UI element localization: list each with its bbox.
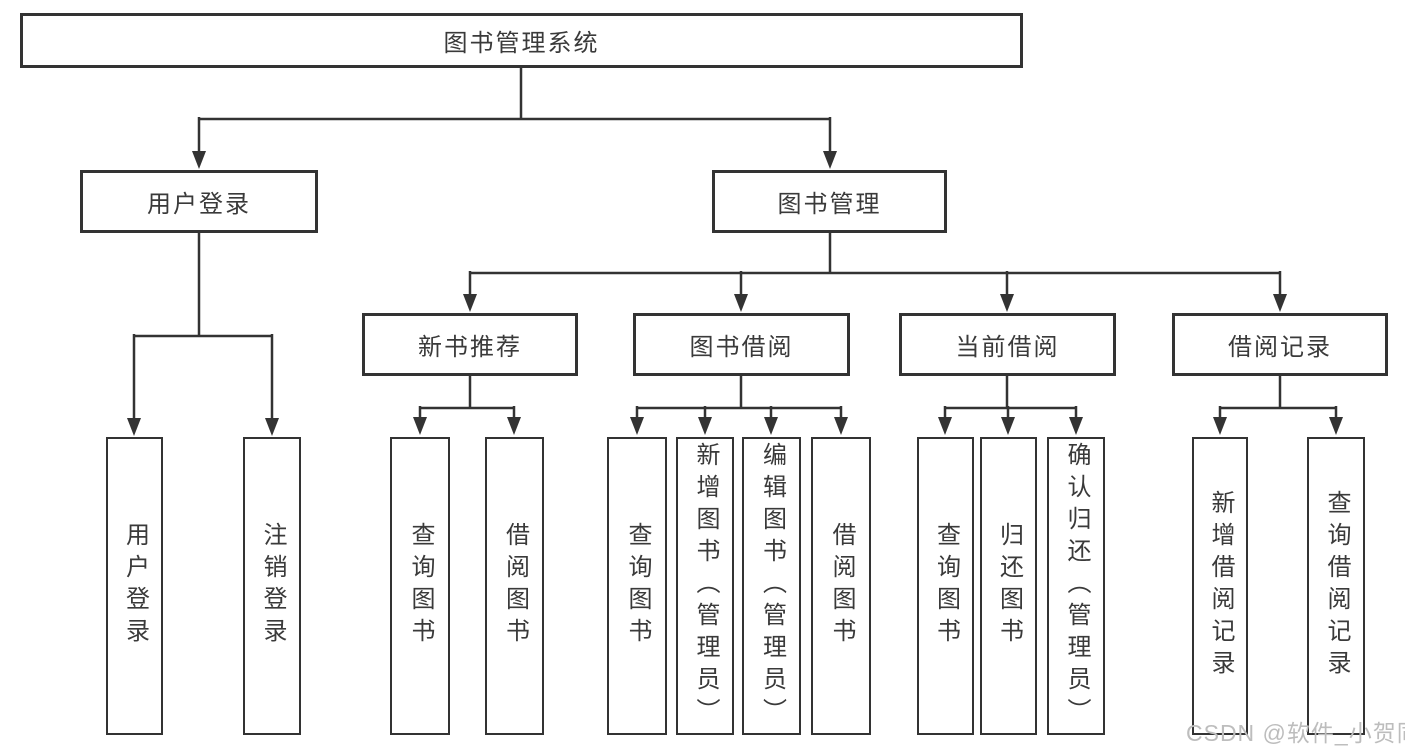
node-new-book-recommend: 新书推荐 xyxy=(362,313,578,376)
node-confirm-return-admin-label: 确认归还（管理员） xyxy=(1063,442,1090,730)
arrow-down-icon xyxy=(1273,294,1287,312)
arrow-down-icon xyxy=(192,151,206,169)
node-book-borrow: 图书借阅 xyxy=(633,313,850,376)
node-borrow-books-recommend-label: 借阅图书 xyxy=(501,522,529,650)
node-borrow-books-recommend: 借阅图书 xyxy=(485,437,544,735)
arrow-down-icon xyxy=(1001,417,1015,435)
node-query-books-recommend: 查询图书 xyxy=(390,437,450,735)
connector-user-login xyxy=(127,233,279,436)
arrow-down-icon xyxy=(507,417,521,435)
node-current-borrow-label: 当前借阅 xyxy=(955,334,1060,361)
node-user-login: 用户登录 xyxy=(80,170,318,233)
watermark: CSDN @软件_小贺同学 xyxy=(1186,720,1405,746)
node-current-borrow: 当前借阅 xyxy=(899,313,1116,376)
node-return-book-label: 归还图书 xyxy=(995,522,1023,650)
arrow-down-icon xyxy=(938,417,952,435)
arrow-down-icon xyxy=(764,417,778,435)
arrow-down-icon xyxy=(734,294,748,312)
node-book-management: 图书管理 xyxy=(712,170,947,233)
node-borrow-records-label: 借阅记录 xyxy=(1228,334,1332,361)
connector-book-borrow xyxy=(630,376,848,435)
arrow-down-icon xyxy=(413,417,427,435)
node-add-book-admin-label: 新增图书（管理员） xyxy=(692,442,719,730)
arrow-down-icon xyxy=(1000,294,1014,312)
node-add-book-admin: 新增图书（管理员） xyxy=(676,437,734,735)
node-query-books-recommend-label: 查询图书 xyxy=(407,522,434,650)
node-logout-leaf-label: 注销登录 xyxy=(259,522,286,650)
node-book-borrow-label: 图书借阅 xyxy=(689,334,794,361)
node-query-books-current-label: 查询图书 xyxy=(932,522,960,650)
node-return-book: 归还图书 xyxy=(980,437,1037,735)
node-root: 图书管理系统 xyxy=(20,13,1023,68)
arrow-down-icon xyxy=(1329,417,1343,435)
arrow-down-icon xyxy=(1069,417,1083,435)
node-user-login-label: 用户登录 xyxy=(147,191,251,218)
node-add-borrow-record-label: 新增借阅记录 xyxy=(1207,490,1234,682)
node-query-books-current: 查询图书 xyxy=(917,437,974,735)
node-borrow-records: 借阅记录 xyxy=(1172,313,1388,376)
arrow-down-icon xyxy=(630,417,644,435)
node-query-books-borrow: 查询图书 xyxy=(607,437,667,735)
node-query-books-borrow-label: 查询图书 xyxy=(624,522,651,650)
node-query-borrow-record-label: 查询借阅记录 xyxy=(1323,490,1350,682)
node-new-book-recommend-label: 新书推荐 xyxy=(418,334,522,361)
arrow-down-icon xyxy=(265,418,279,436)
node-query-borrow-record: 查询借阅记录 xyxy=(1307,437,1365,735)
node-borrow-books-borrow-label: 借阅图书 xyxy=(828,522,855,650)
arrow-down-icon xyxy=(1213,417,1227,435)
connector-borrow-records xyxy=(1213,376,1343,435)
arrow-down-icon xyxy=(834,417,848,435)
connector-current-borrow xyxy=(938,376,1083,435)
node-edit-book-admin: 编辑图书（管理员） xyxy=(742,437,801,735)
node-user-login-leaf: 用户登录 xyxy=(106,437,163,735)
node-edit-book-admin-label: 编辑图书（管理员） xyxy=(758,442,786,730)
node-root-label: 图书管理系统 xyxy=(443,30,600,57)
arrow-down-icon xyxy=(698,417,712,435)
node-add-borrow-record: 新增借阅记录 xyxy=(1192,437,1248,735)
node-user-login-leaf-label: 用户登录 xyxy=(121,522,149,650)
node-confirm-return-admin: 确认归还（管理员） xyxy=(1047,437,1105,735)
node-borrow-books-borrow: 借阅图书 xyxy=(811,437,871,735)
node-book-management-label: 图书管理 xyxy=(777,191,882,218)
connector-book-management xyxy=(463,233,1287,312)
node-logout-leaf: 注销登录 xyxy=(243,437,301,735)
arrow-down-icon xyxy=(127,418,141,436)
arrow-down-icon xyxy=(463,294,477,312)
connector-root xyxy=(192,68,837,169)
arrow-down-icon xyxy=(823,151,837,169)
connector-new-book-recommend xyxy=(413,376,521,435)
